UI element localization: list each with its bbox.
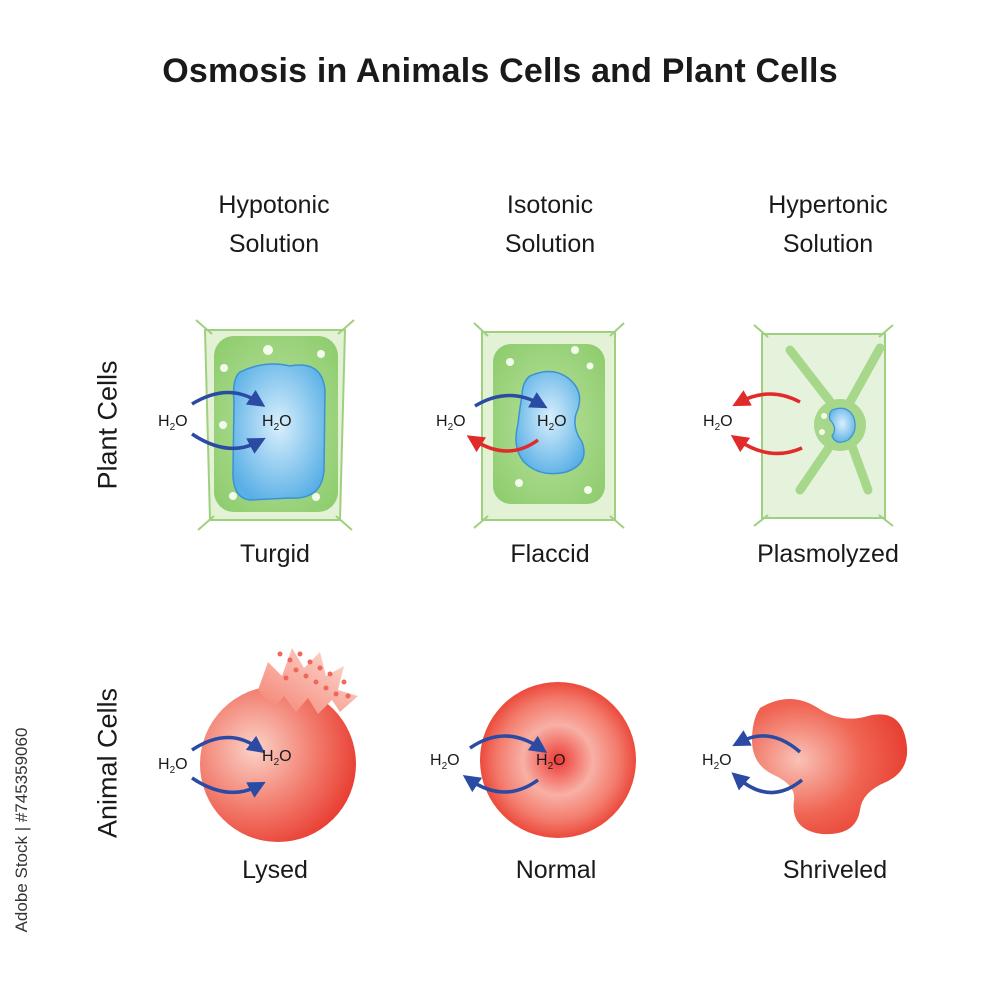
leaking-particles bbox=[277, 651, 351, 699]
plant-cell-turgid bbox=[195, 319, 355, 531]
state-label-flaccid: Flaccid bbox=[510, 540, 590, 568]
water-arrows-turgid bbox=[191, 389, 266, 454]
water-arrows-lysed bbox=[191, 735, 266, 798]
column-header-hypotonic: Hypotonic Solution bbox=[164, 186, 384, 264]
state-label-lysed: Lysed bbox=[242, 856, 308, 884]
water-label: H2O bbox=[262, 413, 292, 434]
column-header-isotonic: Isotonic Solution bbox=[440, 186, 660, 264]
water-label: H2O bbox=[702, 752, 732, 773]
water-label: H2O bbox=[430, 752, 460, 773]
column-header-line1: Hypotonic bbox=[218, 191, 330, 219]
animal-cell-normal bbox=[480, 682, 636, 838]
water-arrows-normal bbox=[462, 734, 548, 794]
state-label-plasmolyzed: Plasmolyzed bbox=[757, 540, 899, 568]
stock-watermark: Adobe Stock | #745359060 bbox=[12, 727, 31, 933]
state-label-shriveled: Shriveled bbox=[782, 856, 888, 884]
column-header-line2: Solution bbox=[782, 230, 874, 258]
water-label: H2O bbox=[436, 413, 466, 434]
column-header-line2: Solution bbox=[228, 230, 320, 258]
water-label: H2O bbox=[536, 752, 566, 773]
column-header-line1: Isotonic bbox=[506, 191, 594, 219]
water-label: H2O bbox=[537, 413, 567, 434]
plant-cell-plasmolyzed bbox=[753, 324, 894, 527]
state-label-normal: Normal bbox=[515, 856, 597, 884]
column-header-hypertonic: Hypertonic Solution bbox=[718, 186, 938, 264]
water-arrows-flaccid bbox=[466, 392, 548, 453]
animal-cell-shriveled bbox=[752, 699, 908, 835]
column-header-line1: Hypertonic bbox=[768, 191, 888, 219]
water-arrows-plasmolyzed bbox=[730, 390, 803, 456]
water-label: H2O bbox=[158, 756, 188, 777]
animal-cell-lysed bbox=[200, 648, 358, 842]
page-title: Osmosis in Animals Cells and Plant Cells bbox=[162, 52, 838, 90]
water-label: H2O bbox=[158, 413, 188, 434]
water-label: H2O bbox=[262, 748, 292, 769]
water-arrows-shriveled bbox=[731, 730, 804, 795]
column-header-line2: Solution bbox=[504, 230, 596, 258]
water-label: H2O bbox=[703, 413, 733, 434]
state-label-turgid: Turgid bbox=[240, 540, 310, 568]
